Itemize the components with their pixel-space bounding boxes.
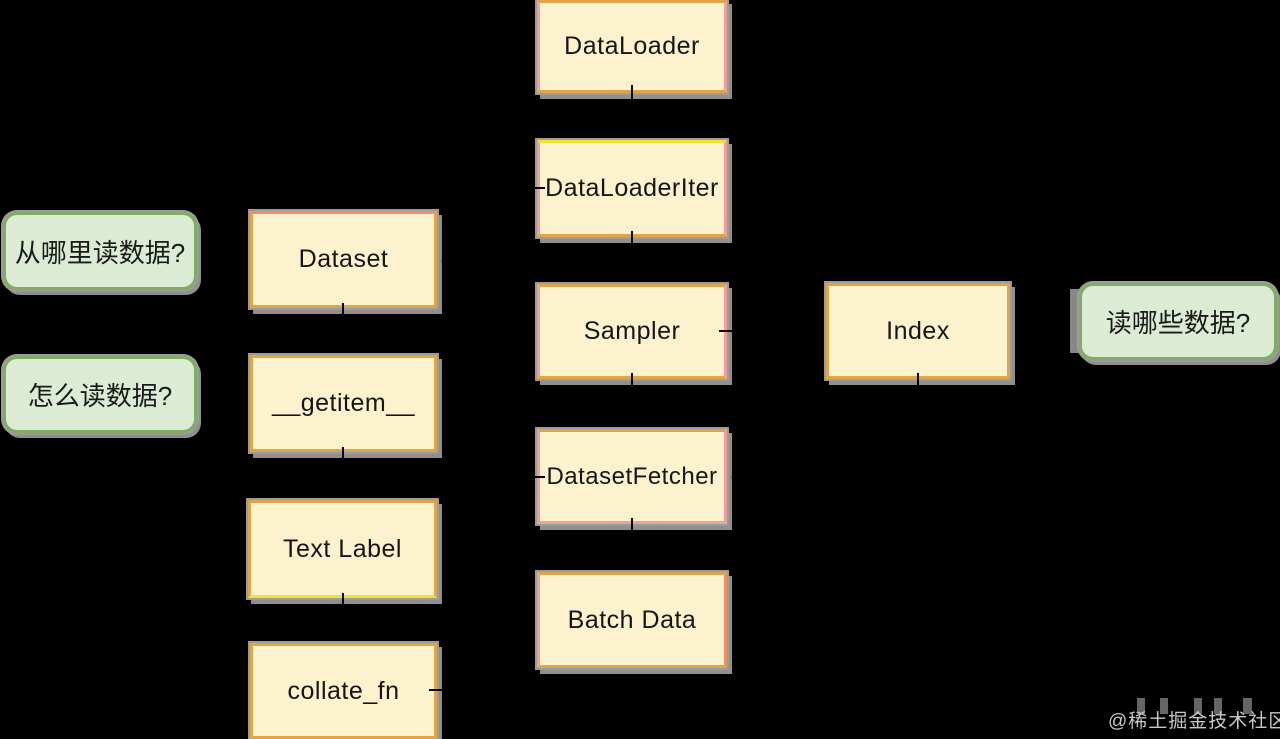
watermark-bar [1194,698,1202,714]
node-collatefn-label: collate_fn [287,676,400,705]
watermark-bar [1137,698,1145,714]
node-index: Index [826,283,1010,379]
question-how-to-read: 怎么读数据? [3,356,197,433]
node-sampler-label: Sampler [583,317,681,345]
question-which-to-read: 读哪些数据? [1079,283,1277,360]
node-dataloaderiter: DataLoaderIter [537,140,727,237]
question-which-label: 读哪些数据? [1105,308,1251,338]
node-batchdata-label: Batch Data [567,605,697,634]
node-dataloader-label: DataLoader [564,32,700,60]
watermark-bar [1243,698,1252,714]
shadow-artifact-bar [1070,289,1079,353]
node-index-label: Index [886,316,950,345]
node-sampler: Sampler [537,284,727,379]
node-getitem: __getitem__ [250,355,437,452]
node-getitem-label: __getitem__ [271,389,416,417]
question-where-label: 从哪里读数据? [14,237,186,268]
edge-index-datasetfetcher [730,373,919,488]
watermark: @稀土掘金技术社区 [1108,711,1280,732]
node-datasetfetcher-label: DatasetFetcher [546,462,718,490]
question-how-label: 怎么读数据? [27,381,173,411]
node-collatefn: collate_fn [250,643,437,739]
edge-datasetfetcher-dataset [440,250,545,478]
node-dataloader: DataLoader [537,0,727,93]
watermark-bar [1160,698,1168,714]
node-dataset: Dataset [250,211,437,308]
node-textlabel: Text Label [248,500,437,598]
edge-collatefn-batchdata [429,609,532,691]
node-batchdata: Batch Data [537,572,727,668]
question-where-to-read: 从哪里读数据? [3,212,197,290]
node-datasetfetcher: DatasetFetcher [537,429,727,524]
node-dataloaderiter-label: DataLoaderIter [545,174,719,202]
node-textlabel-label: Text Label [283,534,402,563]
node-dataset-label: Dataset [298,245,389,273]
watermark-bar [1214,698,1222,714]
